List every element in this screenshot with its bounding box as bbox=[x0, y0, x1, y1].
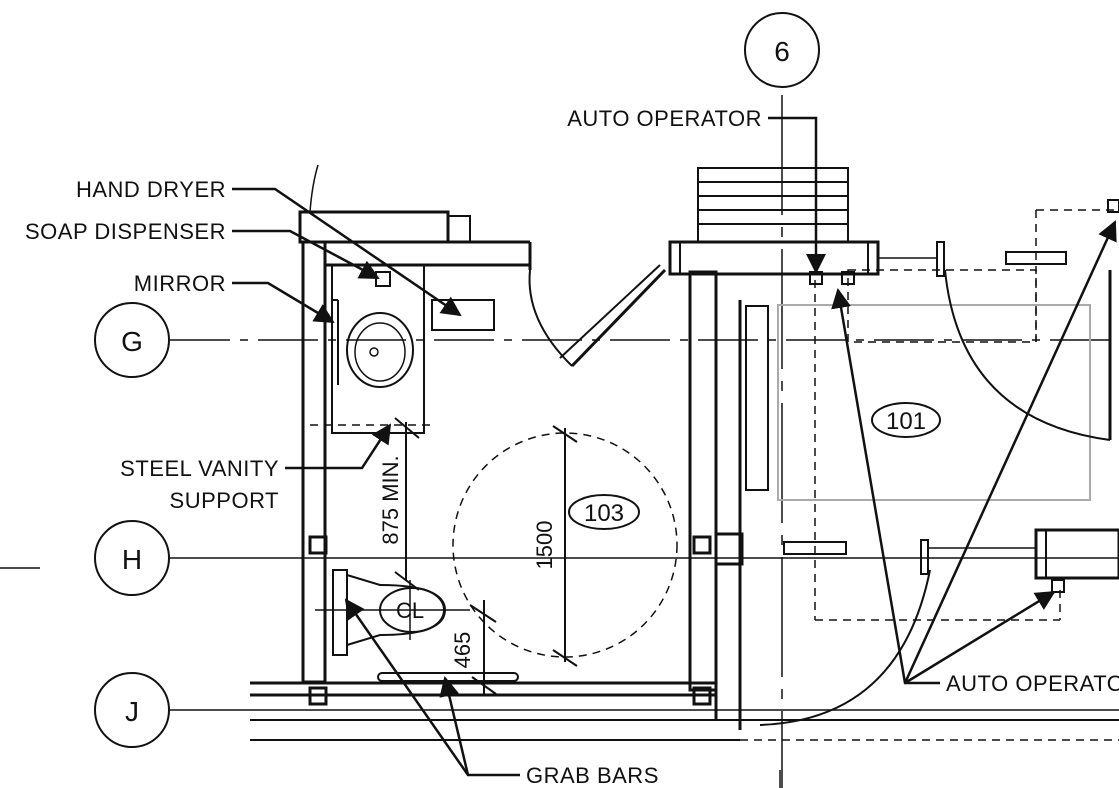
room-tag-101: 101 bbox=[871, 402, 941, 438]
room-label-103: 103 bbox=[584, 500, 624, 527]
label-soap-dispenser: SOAP DISPENSER bbox=[25, 219, 226, 244]
label-auto-operator-bottom: AUTO OPERATOR bbox=[946, 671, 1119, 696]
grid-label-h: H bbox=[122, 544, 142, 575]
vestibule bbox=[668, 167, 1119, 788]
room-tag-103: 103 bbox=[568, 494, 640, 530]
label-mirror: MIRROR bbox=[134, 271, 226, 296]
washroom-walls bbox=[250, 164, 1119, 741]
grid-bubble-j: J bbox=[94, 672, 170, 748]
dimension-875 bbox=[394, 417, 420, 591]
dimension-465 bbox=[469, 600, 497, 695]
grid-bubble-h: H bbox=[94, 520, 170, 596]
label-auto-operator-top: AUTO OPERATOR bbox=[567, 106, 762, 131]
label-steel-vanity: STEEL VANITY bbox=[120, 456, 279, 481]
grid-label-6: 6 bbox=[774, 36, 790, 67]
label-hand-dryer: HAND DRYER bbox=[76, 177, 226, 202]
grid-bubble-6: 6 bbox=[744, 12, 820, 88]
label-grab-bars: GRAB BARS bbox=[526, 763, 659, 788]
leader-lines bbox=[232, 116, 1117, 777]
room-label-101: 101 bbox=[886, 408, 926, 435]
dimension-label-1500: 1500 bbox=[532, 521, 557, 570]
dimension-label-875: 875 MIN. bbox=[378, 455, 403, 544]
washroom-door bbox=[528, 264, 667, 368]
toilet: CL bbox=[315, 569, 470, 656]
grid-bubble-g: G bbox=[94, 302, 170, 378]
label-steel-vanity-support: SUPPORT bbox=[170, 488, 279, 513]
dimension-label-465: 465 bbox=[450, 632, 475, 669]
vanity bbox=[310, 264, 495, 434]
grid-label-g: G bbox=[121, 326, 143, 357]
turning-circle bbox=[452, 425, 678, 667]
grid-label-j: J bbox=[125, 696, 139, 727]
